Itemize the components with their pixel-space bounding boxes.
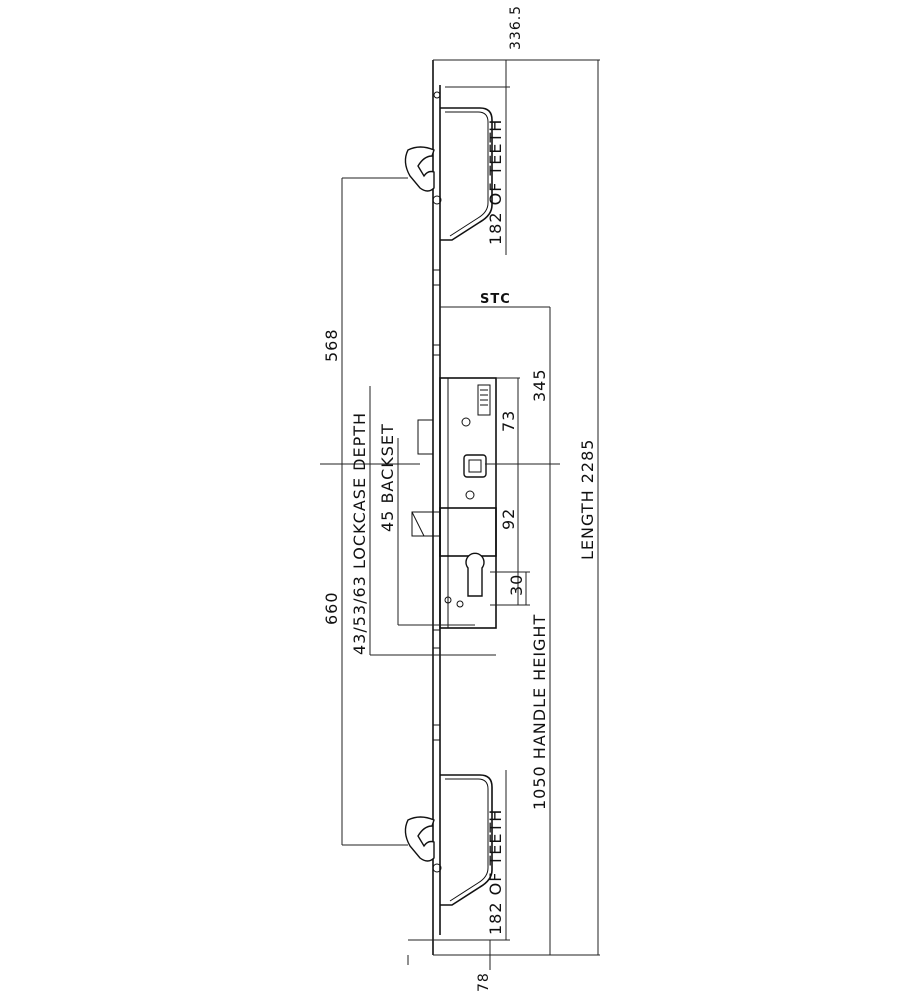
bottom-offset-label: 78 (476, 972, 492, 992)
dim-73-label: 73 (499, 410, 518, 432)
cylinder-profile (465, 552, 485, 597)
dimension-labels: 336.5 78 STC LENGTH 2285 1050 HANDLE HEI… (322, 5, 597, 992)
top-hook-assembly (404, 91, 493, 241)
lower-hook-spacing-label: 660 (322, 591, 341, 625)
dimension-lines (320, 59, 600, 970)
backset-label: 45 BACKSET (378, 423, 397, 532)
upper-hook-spacing-label: 568 (322, 328, 341, 362)
bottom-hook-icon (404, 816, 435, 862)
handle-height-label: 1050 HANDLE HEIGHT (530, 614, 549, 810)
lockcase-depth-label: 43/53/63 LOCKCASE DEPTH (350, 412, 369, 655)
dim-30-label: 30 (507, 574, 526, 596)
length-label: LENGTH 2285 (578, 439, 597, 560)
dim-92-label: 92 (499, 508, 518, 530)
top-hook-icon (404, 146, 435, 192)
top-offset-label: 336.5 (508, 5, 524, 50)
stc-label: STC (480, 292, 511, 307)
lockcase (411, 377, 497, 629)
spindle-follower (463, 454, 487, 478)
bottom-hook-assembly (404, 774, 493, 906)
teeth-bottom-label: 182 OF TEETH (486, 809, 505, 935)
dim-345-label: 345 (530, 368, 549, 402)
teeth-top-label: 182 OF TEETH (486, 119, 505, 245)
